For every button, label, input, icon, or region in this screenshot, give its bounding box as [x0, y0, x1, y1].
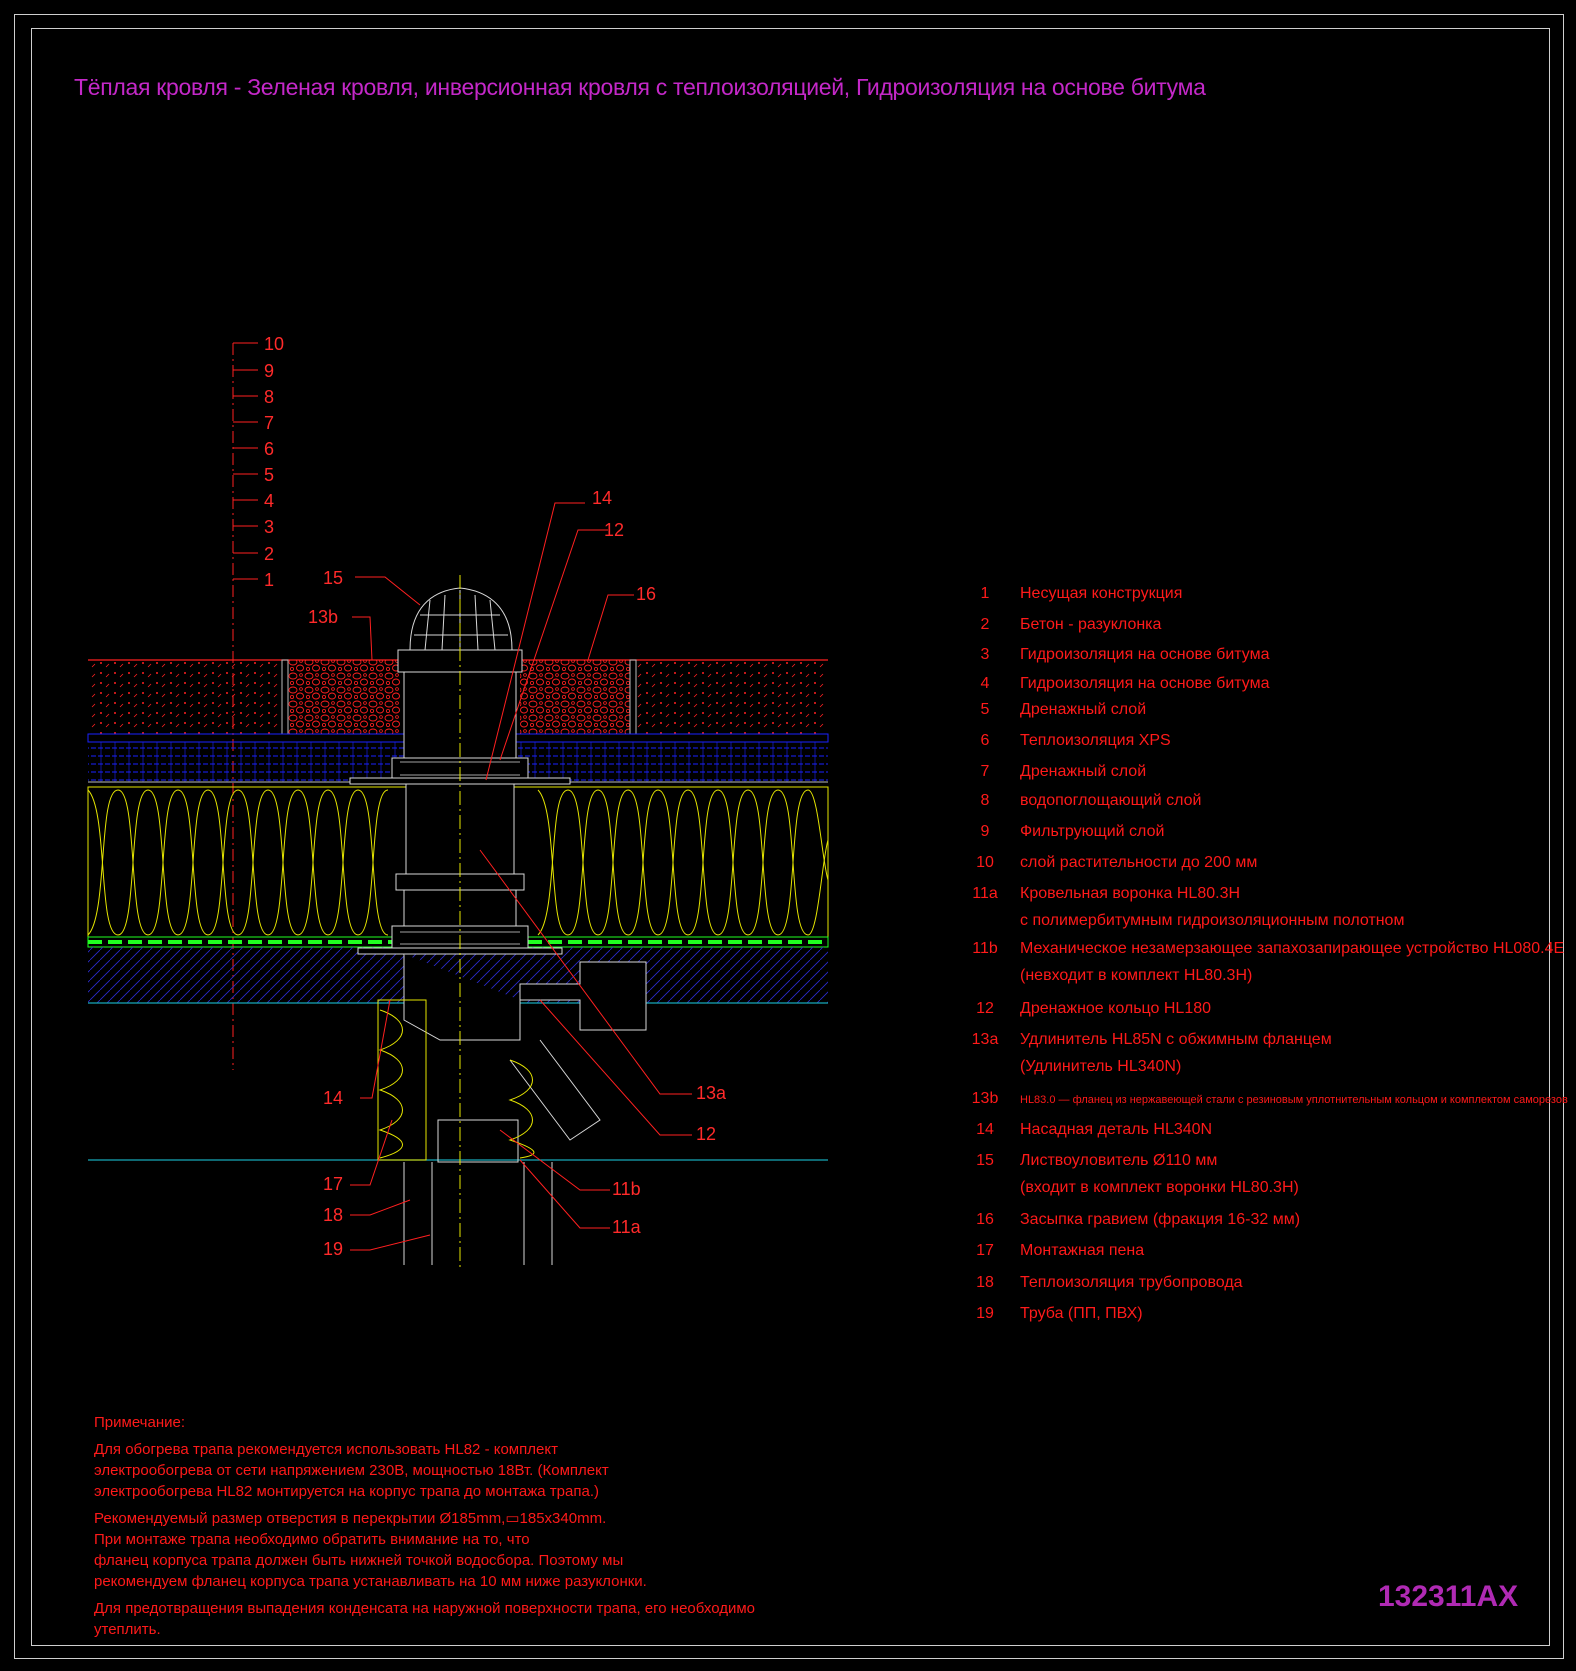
legend-text: Дренажный слой [1020, 701, 1147, 718]
scale-label: 7 [264, 413, 274, 433]
note-line: Для обогрева трапа рекомендуется использ… [94, 1441, 558, 1458]
callout-11b: 11b [612, 1179, 641, 1199]
soil-layer-right [636, 660, 828, 734]
legend-text: Монтажная пена [1020, 1242, 1145, 1259]
legend-text: HL83.0 — фланец из нержавеющей стали с р… [1020, 1094, 1568, 1106]
legend-num: 1 [980, 585, 990, 602]
note-line: электрообогрева HL82 монтируется на корп… [94, 1483, 599, 1500]
legend-text-line2: с полимербитумным гидроизоляционным поло… [1020, 912, 1405, 929]
legend-num: 18 [976, 1274, 994, 1291]
callout-14-bottom: 14 [323, 1088, 343, 1108]
legend-text: Листвоуловитель Ø110 мм [1020, 1152, 1218, 1169]
legend-num: 12 [976, 1000, 994, 1017]
callout-17: 17 [323, 1174, 343, 1194]
legend-num: 4 [980, 675, 990, 692]
outer-frame [14, 14, 1564, 1659]
note-line: Рекомендуемый размер отверстия в перекры… [94, 1510, 607, 1527]
legend-num: 13b [971, 1090, 999, 1107]
leader-lines [350, 502, 692, 1251]
notes-heading: Примечание: [94, 1414, 185, 1431]
note-line: Для предотвращения выпадения конденсата … [94, 1600, 755, 1638]
legend-num: 5 [980, 701, 990, 718]
legend-text: Дренажный слой [1020, 763, 1147, 780]
note-line: электрообогрева от сети напряжением 230В… [94, 1462, 609, 1479]
legend-text: Засыпка гравием (фракция 16-32 мм) [1020, 1211, 1301, 1228]
legend-text: Бетон - разуклонка [1020, 616, 1162, 633]
scale-label: 8 [264, 387, 274, 407]
legend-num: 8 [980, 792, 990, 809]
legend-text: Теплоизоляция трубопровода [1020, 1274, 1243, 1291]
drawing-title: Тёплая кровля - Зеленая кровля, инверсио… [74, 74, 1206, 100]
scale-label: 3 [264, 517, 274, 537]
soil-layer-left [88, 660, 282, 734]
legend-text-line2: (Удлинитель HL340N) [1020, 1058, 1182, 1075]
callout-16: 16 [636, 584, 656, 604]
legend-num: 9 [980, 823, 990, 840]
callout-18: 18 [323, 1205, 343, 1225]
legend-num: 11a [972, 885, 998, 902]
legend-num: 13a [971, 1031, 999, 1048]
legend-text: Гидроизоляция на основе битума [1020, 675, 1270, 692]
notes-block: Примечание: Для обогрева трапа рекоменду… [94, 1412, 794, 1640]
legend-num: 3 [980, 646, 990, 663]
legend-num: 2 [980, 616, 990, 633]
legend-text: Труба (ПП, ПВХ) [1020, 1305, 1143, 1322]
legend-text: Механическое незамерзающее запахозапираю… [1020, 940, 1565, 957]
callout-14-top: 14 [592, 488, 612, 508]
legend-text: Фильтрующий слой [1020, 823, 1165, 840]
legend-num: 14 [976, 1121, 994, 1138]
callout-12-top: 12 [604, 520, 624, 540]
legend-text: Насадная деталь HL340N [1020, 1121, 1213, 1138]
legend-text-line2: (входит в комплект воронки HL80.3H) [1020, 1179, 1299, 1196]
insulation-waves [87, 789, 829, 936]
inner-frame [31, 28, 1550, 1646]
callout-13b: 13b [308, 607, 338, 627]
legend-text: Несущая конструкция [1020, 585, 1183, 602]
legend-num: 15 [976, 1152, 994, 1169]
note-line: При монтаже трапа необходимо обратить вн… [94, 1531, 530, 1548]
note-line: рекомендуем фланец корпуса трапа устанав… [94, 1573, 647, 1590]
legend-text-line2: (невходит в комплект HL80.3H) [1020, 967, 1253, 984]
scale-label: 5 [264, 465, 274, 485]
legend-text: Удлинитель HL85N с обжимным фланцем [1020, 1031, 1332, 1048]
scale-label: 2 [264, 544, 274, 564]
scale-label: 1 [264, 570, 274, 590]
callout-13a: 13a [696, 1083, 727, 1103]
legend-text: водопоглощающий слой [1020, 792, 1202, 809]
note-line: фланец корпуса трапа должен быть нижней … [94, 1552, 624, 1569]
callout-11a: 11a [612, 1217, 642, 1237]
legend-num: 16 [976, 1211, 994, 1228]
scale-label: 9 [264, 361, 274, 381]
scale-label: 10 [264, 334, 284, 354]
legend-text: Дренажное кольцо HL180 [1020, 1000, 1212, 1017]
legend-num: 19 [976, 1305, 994, 1322]
drawing-code: 132311AX [1378, 1580, 1519, 1613]
legend-text: Кровельная воронка HL80.3H [1020, 885, 1241, 902]
scale-label: 6 [264, 439, 274, 459]
callout-12-bottom: 12 [696, 1124, 716, 1144]
callout-15: 15 [323, 568, 343, 588]
legend-num: 17 [976, 1242, 994, 1259]
legend-num: 6 [980, 732, 990, 749]
callout-19: 19 [323, 1239, 343, 1259]
legend-text: Гидроизоляция на основе битума [1020, 646, 1270, 663]
legend-num: 10 [976, 854, 994, 871]
gravel-fill-left [288, 660, 400, 734]
scale-ticks [233, 342, 258, 580]
scale-labels: 10 9 8 7 6 5 4 3 2 1 [264, 334, 284, 590]
gravel-fill-right [520, 660, 630, 734]
legend-text: Теплоизоляция XPS [1020, 732, 1171, 749]
scale-label: 4 [264, 491, 274, 511]
legend-num: 11b [972, 940, 998, 957]
legend-text: слой растительности до 200 мм [1020, 854, 1258, 871]
legend-num: 7 [980, 763, 990, 780]
